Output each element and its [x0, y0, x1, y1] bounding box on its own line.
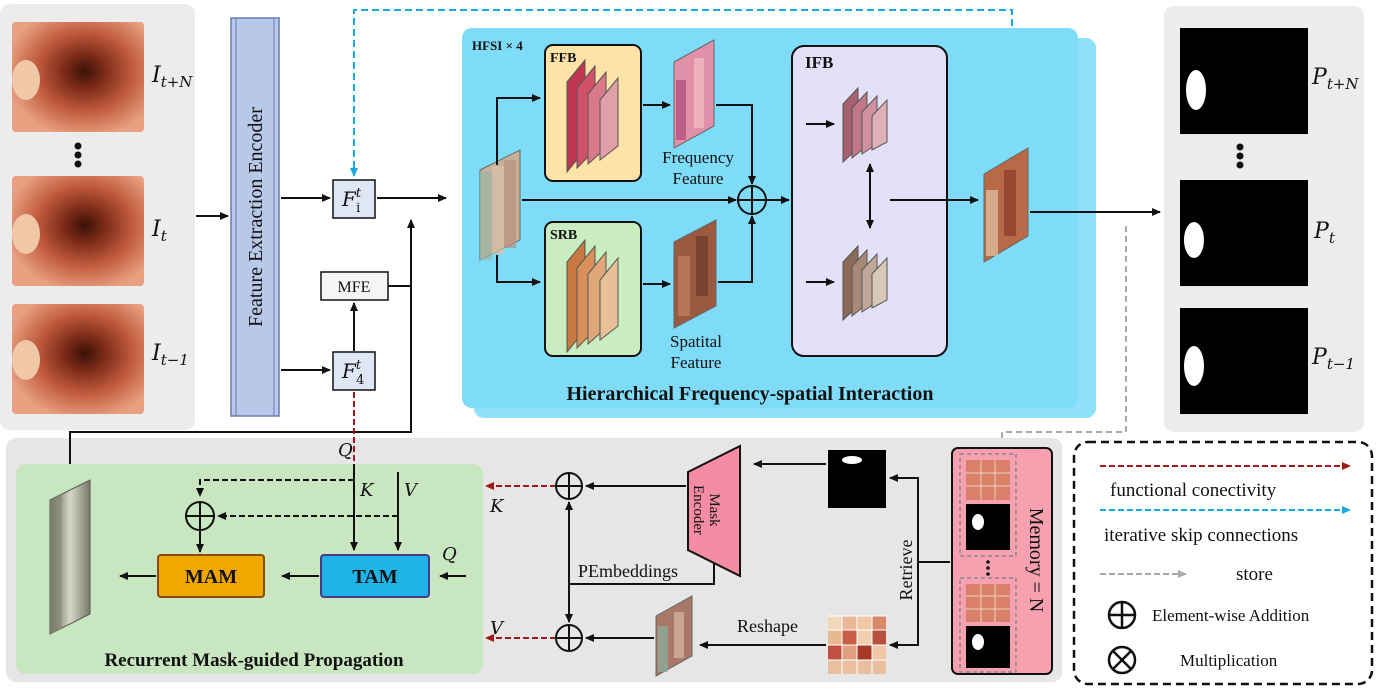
- legend-addition-icon: [1107, 600, 1137, 630]
- propagation-block: Recurrent Mask-guided Propagation MAM TA…: [16, 464, 483, 674]
- mask-encoder-line1: Mask: [706, 493, 722, 527]
- memory-label: Memory = N: [1025, 508, 1047, 613]
- hfsi-block: HFSI × 4 Hierarchical Frequency-spatial …: [462, 28, 1096, 418]
- reshape-label: Reshape: [737, 616, 798, 636]
- frame-image-t: [12, 176, 144, 286]
- legend-addition-label: Element-wise Addition: [1152, 606, 1310, 625]
- prediction-mask-t-plus-n: [1180, 28, 1308, 134]
- frame-dots: [74, 142, 82, 168]
- tam-label: TAM: [352, 566, 397, 588]
- legend-multiplication-icon: [1107, 645, 1137, 675]
- hfsi-repeat-label: HFSI × 4: [472, 38, 523, 53]
- mfe-label: MFE: [338, 279, 371, 296]
- propagation-output-slab: [49, 479, 91, 635]
- retrieve-to-mask: [889, 474, 950, 563]
- frequency-feature-cube: [673, 39, 715, 149]
- legend-multiplication-label: Multiplication: [1180, 651, 1278, 670]
- frequency-feature-line1: Frequency: [662, 148, 734, 167]
- k-dashed-to-add: [196, 479, 354, 497]
- iterative-skip-connection: [350, 9, 1013, 177]
- key-addition-icon: [555, 472, 583, 500]
- hfsi-title: Hierarchical Frequency-spatial Interacti…: [567, 383, 934, 405]
- prediction-label-t-minus-1: Pt−1: [1311, 345, 1355, 373]
- q-label: Q: [442, 544, 457, 565]
- prediction-mask-t: [1180, 180, 1308, 286]
- input-frames-panel: It+N It It−1: [0, 4, 195, 430]
- mask-encoder-line2: Encoder: [690, 485, 706, 535]
- hfsi-output-cube: [983, 147, 1029, 263]
- prediction-mask-t-minus-1: [1180, 308, 1308, 414]
- mam-label: MAM: [185, 566, 237, 588]
- prediction-label-t: Pt: [1313, 219, 1336, 247]
- pembeddings-line: [569, 562, 715, 585]
- spatial-feature-cube: [673, 219, 717, 329]
- prediction-label-t-plus-n: Pt+N: [1311, 65, 1359, 93]
- srb-label: SRB: [550, 228, 577, 243]
- frequency-feature-line2: Feature: [673, 169, 724, 188]
- frame-label-t: It: [151, 217, 168, 245]
- frame-image-t-minus-1: [12, 304, 144, 414]
- predictions-panel: Pt+N Pt Pt−1: [1164, 6, 1364, 432]
- hfsi-addition-icon: [737, 185, 767, 215]
- retrieve-to-grid: [889, 562, 919, 649]
- arrow-spat-to-add: [718, 215, 756, 283]
- legend-store-label: store: [1236, 564, 1273, 585]
- memory-bank: Memory = N: [951, 447, 1053, 675]
- feature-extraction-encoder: Feature Extraction Encoder: [230, 17, 280, 417]
- propagation-title: Recurrent Mask-guided Propagation: [104, 650, 404, 671]
- arrow-input-to-srb: [496, 255, 541, 286]
- prediction-dots: [1236, 143, 1244, 169]
- arrow-input-to-ffb: [496, 94, 541, 165]
- spatial-feature-line2: Feature: [671, 353, 722, 372]
- tam-box: TAM: [320, 554, 430, 598]
- legend: functional conectivity iterative skip co…: [1072, 440, 1374, 686]
- legend-functional-label: functional conectivity: [1110, 480, 1277, 501]
- arrow-mfe-up: [388, 219, 415, 287]
- srb-box: SRB: [544, 221, 642, 357]
- spatial-feature-line1: Spatital: [670, 332, 722, 351]
- v-label: V: [404, 480, 419, 501]
- k-out-label: K: [489, 496, 505, 517]
- encoder-label: Feature Extraction Encoder: [245, 107, 267, 327]
- frame-label-t-minus-1: It−1: [151, 341, 189, 369]
- ifb-box: IFB: [791, 45, 948, 357]
- v-out-label: V: [490, 618, 505, 639]
- arrow-freq-to-add: [716, 104, 756, 185]
- mam-box: MAM: [157, 554, 265, 598]
- ffb-box: FFB: [544, 44, 642, 182]
- legend-iterative-label: iterative skip connections: [1104, 525, 1298, 546]
- ffb-label: FFB: [550, 51, 576, 66]
- mfe-box: MFE: [320, 271, 389, 301]
- q-top-label: Q: [338, 440, 353, 461]
- pembeddings-label: PEmbeddings: [578, 561, 678, 581]
- ifb-label: IFB: [805, 53, 833, 72]
- frame-image-t-plus-n: [12, 22, 144, 132]
- hfsi-input-cube: [479, 149, 521, 261]
- mask-encoder: Mask Encoder: [687, 444, 741, 578]
- value-feature-cube: [655, 595, 693, 677]
- frame-label-t-plus-n: It+N: [151, 63, 193, 91]
- retrieved-feature-grid: [828, 615, 886, 674]
- value-addition-icon: [555, 624, 583, 652]
- propagation-addition-icon: [185, 501, 215, 531]
- k-label: K: [359, 480, 375, 501]
- retrieved-mask: [828, 450, 886, 508]
- retrieve-label: Retrieve: [896, 540, 916, 601]
